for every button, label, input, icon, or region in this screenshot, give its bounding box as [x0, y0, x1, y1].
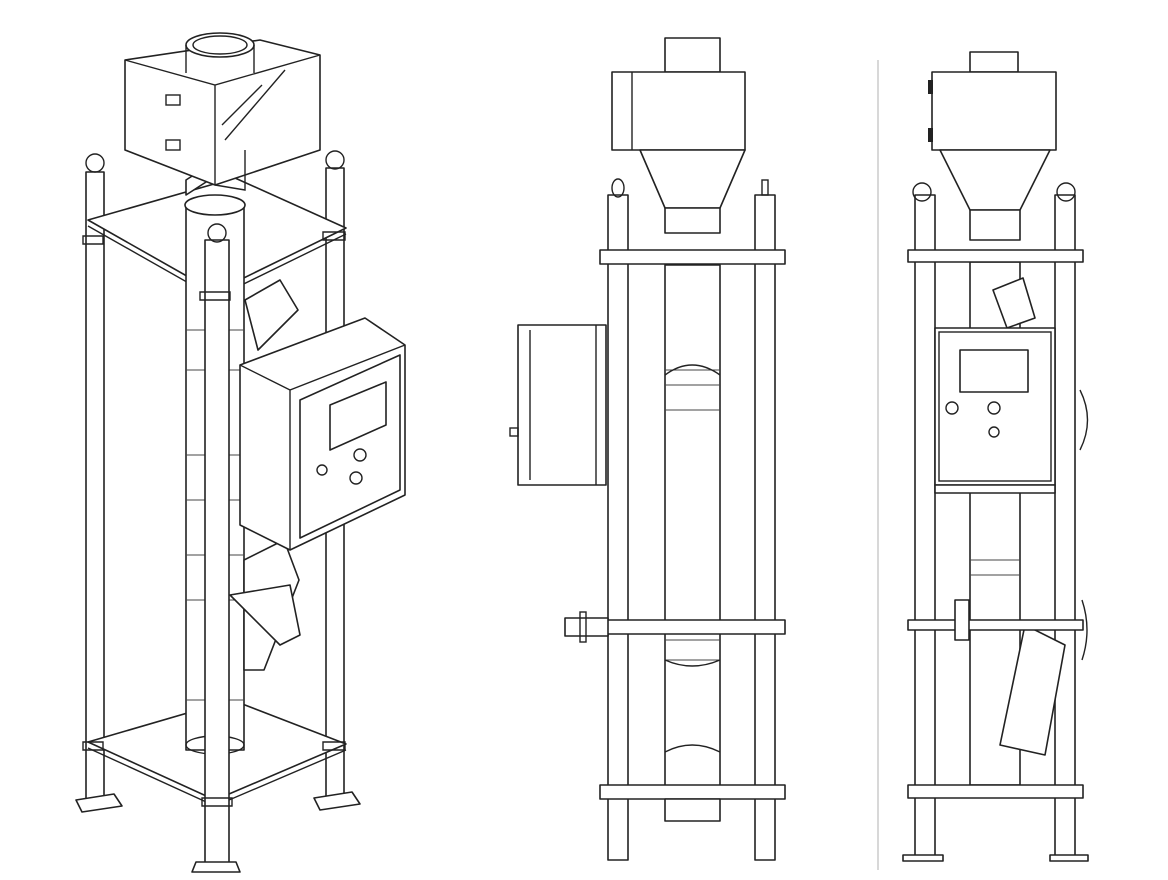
drawing-line	[82, 231, 346, 807]
drawing-line	[969, 209, 1021, 241]
drawing-line	[325, 150, 345, 170]
front-post-right	[1054, 194, 1076, 861]
drawing-line	[928, 128, 933, 142]
drawing-line	[611, 178, 625, 198]
drawing-line	[639, 149, 746, 209]
drawing-line	[934, 484, 1056, 494]
drawing-line	[192, 35, 248, 55]
side-post-left	[607, 194, 629, 861]
drawing-line	[85, 171, 105, 803]
front-control-screen	[959, 349, 1029, 393]
drawing-line	[992, 277, 1036, 329]
drawing-line	[579, 611, 587, 643]
drawing-line	[124, 39, 321, 186]
drawing-line	[664, 798, 721, 822]
drawing-line	[907, 619, 1084, 631]
side-view	[509, 37, 786, 861]
drawing-line	[907, 249, 1084, 263]
diverter-chute	[999, 624, 1066, 756]
drawing-line	[912, 182, 932, 202]
support-arm	[229, 584, 301, 646]
drawing-line	[907, 784, 1084, 799]
drawing-line	[529, 325, 597, 485]
drawing-line	[928, 80, 933, 94]
drawing-line	[165, 94, 181, 106]
side-crossbar-top	[599, 249, 786, 265]
drawing-line	[599, 784, 786, 800]
side-hopper-box	[611, 71, 746, 151]
side-control-box	[509, 324, 607, 486]
drawing-line	[1056, 182, 1076, 202]
front-post-left	[914, 194, 936, 861]
drawing-line	[1079, 389, 1089, 661]
drawing-line	[902, 854, 1089, 862]
drawing-line	[85, 153, 105, 173]
drawing-line	[988, 426, 1000, 438]
drawing-line	[184, 194, 246, 216]
drawing-line	[664, 364, 721, 753]
drawing-line	[954, 599, 970, 641]
drawing-line	[185, 45, 255, 73]
drawing-line	[244, 279, 299, 351]
front-post	[204, 239, 230, 866]
isometric-view	[75, 32, 406, 873]
front-control-box	[934, 327, 1056, 494]
hopper	[124, 32, 321, 196]
side-tube	[664, 264, 721, 791]
drawing-line	[191, 861, 241, 873]
drawing-line	[938, 331, 1052, 482]
drawing-line	[221, 69, 286, 141]
drawing-line	[969, 51, 1019, 73]
drawing-line	[599, 619, 786, 635]
drawing-line	[349, 471, 363, 485]
drawing-line	[517, 324, 607, 486]
drawing-line	[207, 223, 227, 243]
control-screen	[329, 381, 387, 451]
drawing-line	[664, 207, 721, 234]
drawing-line	[124, 54, 321, 185]
drawing-line	[75, 793, 123, 813]
drawing-line	[165, 139, 181, 151]
drawing-line	[945, 401, 959, 415]
drawing-line	[939, 149, 1051, 211]
drawing-line	[664, 37, 721, 73]
drawing-line	[509, 427, 519, 437]
drawing-line	[353, 448, 367, 462]
control-box	[239, 317, 406, 551]
front-view	[902, 51, 1089, 862]
drawing-line	[316, 464, 328, 476]
drawing-line	[987, 401, 1001, 415]
drawing-line	[214, 150, 246, 191]
drawing-line	[313, 791, 361, 811]
front-hopper-box	[931, 71, 1057, 151]
side-post-right	[754, 194, 776, 861]
drawing-line	[239, 344, 406, 550]
drawing-line	[761, 179, 769, 196]
